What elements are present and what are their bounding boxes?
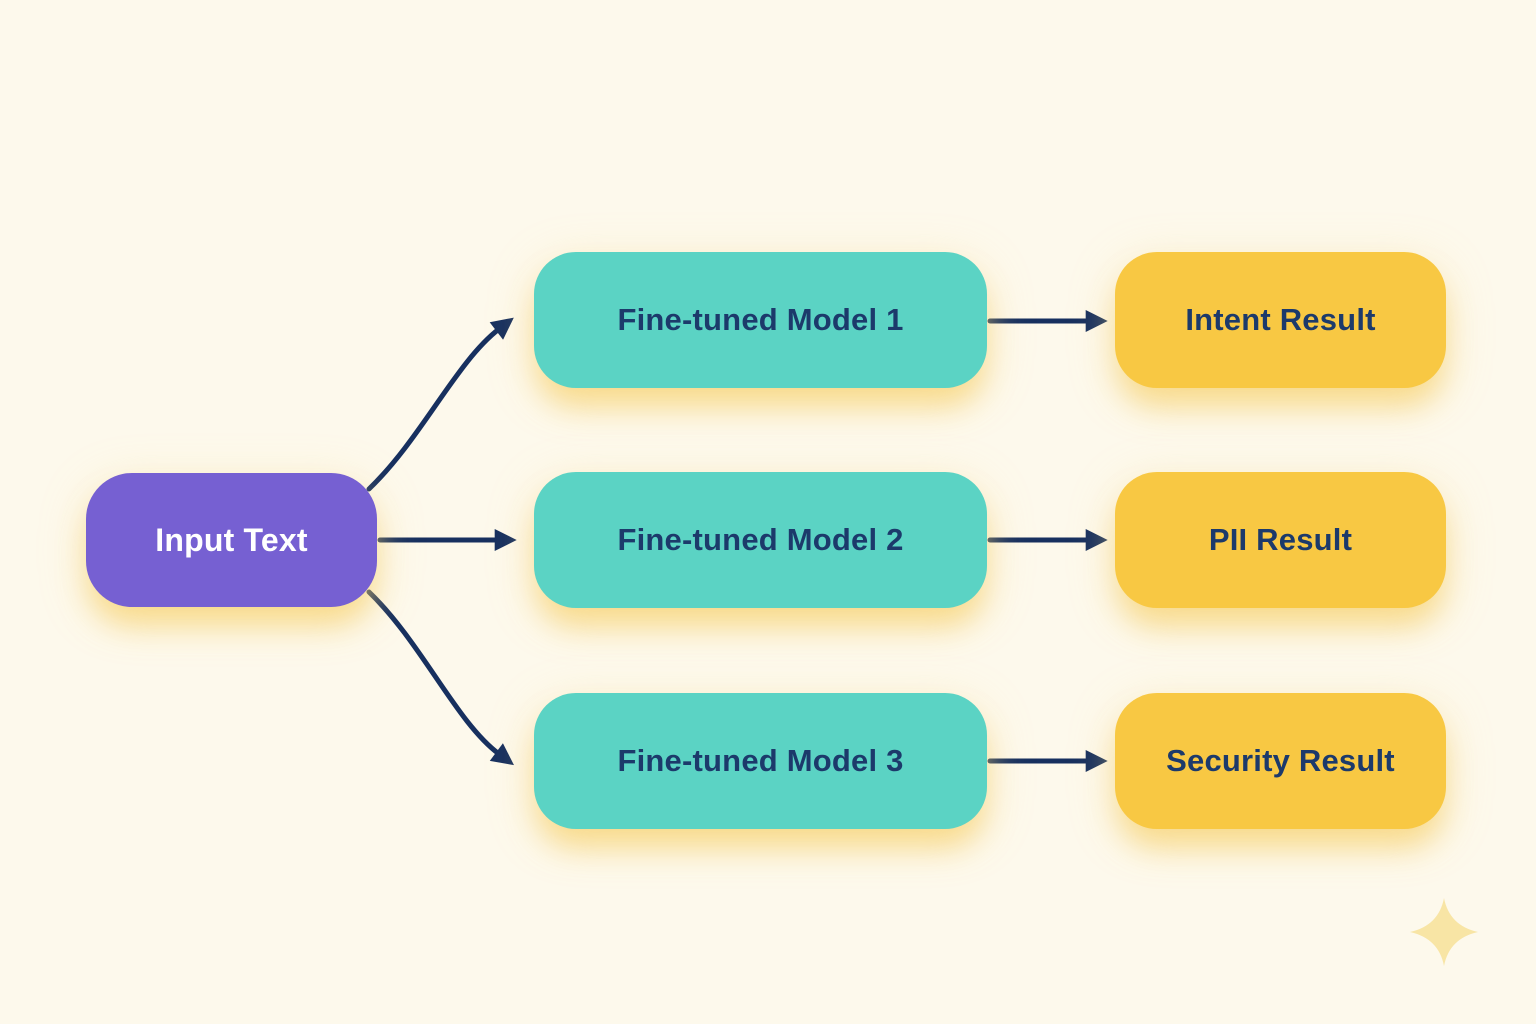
input-text-label: Input Text bbox=[155, 521, 308, 558]
model-node-2-label: Fine-tuned Model 2 bbox=[617, 522, 904, 557]
input-text-node: Input Text bbox=[86, 473, 377, 607]
result-node-pii-label: PII Result bbox=[1208, 522, 1353, 557]
result-node-security-label: Security Result bbox=[1166, 743, 1395, 778]
model-node-3: Fine-tuned Model 3 bbox=[534, 693, 987, 829]
model-node-2: Fine-tuned Model 2 bbox=[534, 472, 987, 608]
model-node-1-label: Fine-tuned Model 1 bbox=[617, 302, 904, 337]
result-node-security: Security Result bbox=[1115, 693, 1446, 829]
arrow-input-to-model3-icon bbox=[366, 589, 514, 766]
model-node-3-label: Fine-tuned Model 3 bbox=[617, 743, 904, 778]
result-node-intent-label: Intent Result bbox=[1185, 302, 1376, 337]
model-node-1: Fine-tuned Model 1 bbox=[534, 252, 987, 388]
arrow-input-to-model1-icon bbox=[366, 317, 514, 492]
result-node-pii: PII Result bbox=[1115, 472, 1446, 608]
result-node-intent: Intent Result bbox=[1115, 252, 1446, 388]
sparkle-icon bbox=[1410, 898, 1478, 966]
